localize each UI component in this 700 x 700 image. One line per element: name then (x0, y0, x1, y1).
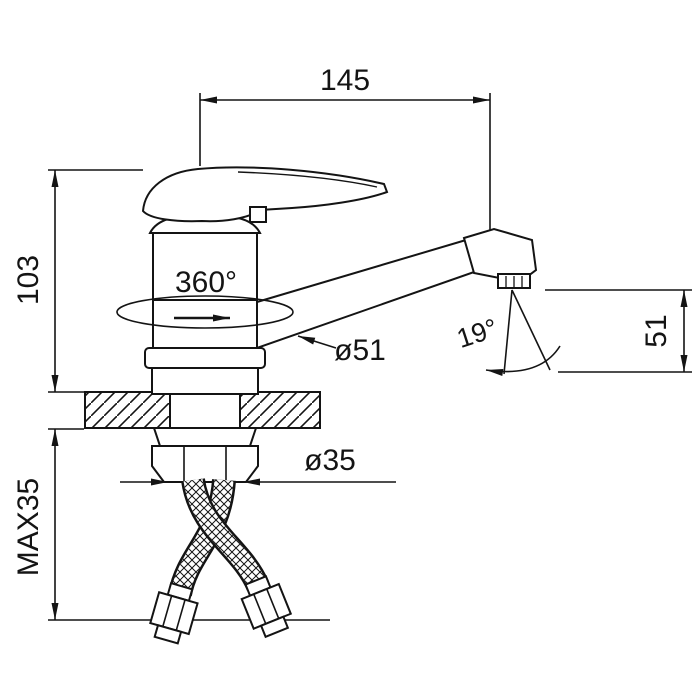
faucet-group (141, 166, 538, 395)
mounting-nut (151, 445, 259, 483)
shank-through-hole (169, 392, 241, 428)
angle-label-19: 19° (453, 313, 501, 354)
spout-diameter-label-group (297, 335, 337, 349)
washer (152, 427, 258, 447)
dimension-spout-height-group (545, 289, 692, 373)
deck-hatch-left (86, 393, 169, 427)
body-lower-swivel (152, 299, 258, 351)
undermount-group (151, 427, 259, 483)
angle-arc-arrow (485, 345, 561, 376)
angle-line (511, 289, 551, 371)
body-upper (152, 232, 258, 301)
fitting-facet (162, 595, 173, 627)
dim-label-dia51: ø51 (334, 334, 386, 367)
supply-hose-right (168, 478, 236, 597)
hose-fitting-right (240, 575, 293, 639)
swivel-label-360: 360° (175, 266, 237, 299)
dimension-height-group (48, 169, 143, 393)
hose-braid (183, 478, 267, 591)
dim-label-145: 145 (320, 64, 370, 97)
dimension-reach-group (199, 93, 491, 231)
stream-line (503, 289, 513, 375)
base-flange (144, 347, 266, 369)
fitting-facet (265, 588, 280, 619)
fitting-tip (153, 623, 183, 645)
handle-neck-plate (249, 206, 267, 223)
spout-head (462, 227, 538, 284)
swivel-indicator-group (116, 295, 294, 329)
body-base (151, 365, 259, 395)
dim-label-51: 51 (640, 314, 673, 347)
supply-hoses-group (168, 477, 270, 597)
hose-fittings-group (149, 575, 293, 645)
supply-hose-left (181, 477, 270, 592)
swivel-ellipse (116, 295, 294, 329)
fitting-facet (175, 599, 186, 631)
leader-arrow (297, 335, 337, 349)
fitting-facet (253, 593, 267, 625)
dim-label-max35: MAX35 (12, 478, 45, 576)
shank-hole (170, 392, 240, 428)
spout-tube (256, 238, 479, 350)
handle-detail-line (237, 171, 378, 188)
dim-label-103: 103 (12, 255, 45, 305)
fitting-tip (259, 615, 290, 639)
hose-fitting-left (149, 581, 199, 645)
deck-hatch-right (241, 393, 319, 427)
dim-label-dia35: ø35 (304, 444, 356, 477)
lever-handle (141, 166, 389, 223)
stream-angle-group (485, 289, 561, 376)
hose-braid (170, 479, 234, 597)
